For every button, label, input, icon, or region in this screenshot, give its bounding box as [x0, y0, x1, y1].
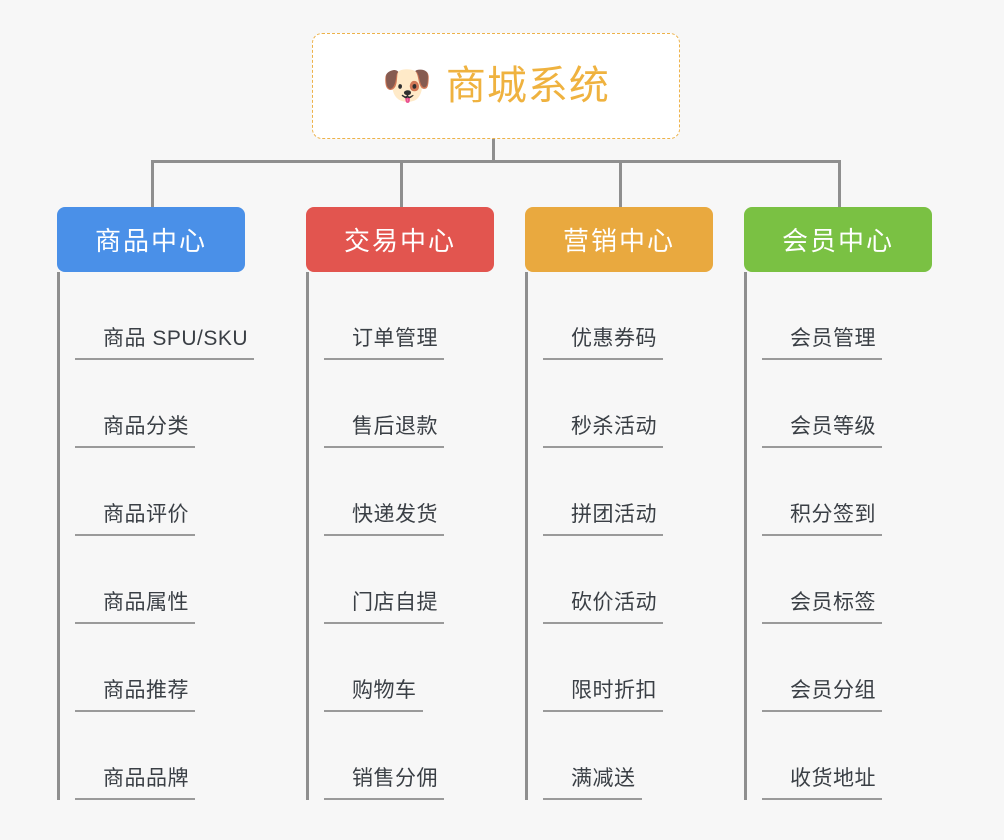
list-item[interactable]: 商品评价	[75, 448, 307, 536]
leaf-label: 会员分组	[762, 679, 882, 712]
leaf-label: 商品 SPU/SKU	[75, 327, 255, 360]
connector-drop-3	[619, 160, 622, 208]
branch-header-label: 会员中心	[781, 226, 894, 256]
connector-horizontal-bar	[151, 160, 841, 163]
list-item[interactable]: 门店自提	[324, 536, 556, 624]
list-item[interactable]: 会员管理	[762, 272, 994, 360]
leaf-label: 秒杀活动	[543, 415, 663, 448]
leaf-label: 快递发货	[324, 503, 444, 536]
root-node[interactable]: 🐶 商城系统	[312, 33, 680, 139]
connector-drop-1	[151, 160, 154, 208]
shiba-dog-face-icon: 🐶	[382, 64, 432, 108]
branch-header-label: 商品中心	[94, 226, 207, 256]
leaf-label: 商品品牌	[75, 767, 195, 800]
list-item[interactable]: 售后退款	[324, 360, 556, 448]
leaf-label: 购物车	[324, 679, 423, 712]
list-item[interactable]: 商品 SPU/SKU	[75, 272, 307, 360]
list-item[interactable]: 收货地址	[762, 712, 994, 800]
list-item[interactable]: 积分签到	[762, 448, 994, 536]
leaf-label: 会员管理	[762, 327, 882, 360]
branch-header-member[interactable]: 会员中心	[744, 207, 932, 272]
leaf-label: 售后退款	[324, 415, 444, 448]
leaf-list-product: 商品 SPU/SKU 商品分类 商品评价 商品属性 商品推荐 商品品牌	[57, 272, 307, 800]
connector-drop-2	[400, 160, 403, 208]
connector-drop-4	[838, 160, 841, 208]
leaf-label: 限时折扣	[543, 679, 663, 712]
list-item[interactable]: 销售分佣	[324, 712, 556, 800]
list-item[interactable]: 购物车	[324, 624, 556, 712]
list-item[interactable]: 会员分组	[762, 624, 994, 712]
list-item[interactable]: 商品推荐	[75, 624, 307, 712]
leaf-label: 订单管理	[324, 327, 444, 360]
leaf-label: 优惠券码	[543, 327, 663, 360]
leaf-list-trade: 订单管理 售后退款 快递发货 门店自提 购物车 销售分佣	[306, 272, 556, 800]
list-item[interactable]: 拼团活动	[543, 448, 775, 536]
leaf-label: 满减送	[543, 767, 642, 800]
list-item[interactable]: 优惠券码	[543, 272, 775, 360]
list-item[interactable]: 订单管理	[324, 272, 556, 360]
leaf-label: 积分签到	[762, 503, 882, 536]
list-item[interactable]: 会员等级	[762, 360, 994, 448]
leaf-label: 商品分类	[75, 415, 195, 448]
root-title: 商城系统	[445, 64, 610, 108]
branch-column-product: 商品中心 商品 SPU/SKU 商品分类 商品评价 商品属性 商品推荐 商品品牌	[57, 207, 255, 800]
branch-header-marketing[interactable]: 营销中心	[525, 207, 713, 272]
branch-column-member: 会员中心 会员管理 会员等级 积分签到 会员标签 会员分组 收货地址	[744, 207, 932, 800]
branch-header-trade[interactable]: 交易中心	[306, 207, 494, 272]
leaf-label: 商品评价	[75, 503, 195, 536]
leaf-label: 销售分佣	[324, 767, 444, 800]
branch-header-product[interactable]: 商品中心	[57, 207, 245, 272]
leaf-list-member: 会员管理 会员等级 积分签到 会员标签 会员分组 收货地址	[744, 272, 994, 800]
leaf-label: 砍价活动	[543, 591, 663, 624]
leaf-label: 商品属性	[75, 591, 195, 624]
branch-header-label: 营销中心	[562, 226, 675, 256]
branch-column-trade: 交易中心 订单管理 售后退款 快递发货 门店自提 购物车 销售分佣	[306, 207, 494, 800]
leaf-label: 会员标签	[762, 591, 882, 624]
leaf-label: 拼团活动	[543, 503, 663, 536]
leaf-label: 会员等级	[762, 415, 882, 448]
list-item[interactable]: 限时折扣	[543, 624, 775, 712]
list-item[interactable]: 满减送	[543, 712, 775, 800]
list-item[interactable]: 砍价活动	[543, 536, 775, 624]
leaf-label: 商品推荐	[75, 679, 195, 712]
list-item[interactable]: 商品分类	[75, 360, 307, 448]
list-item[interactable]: 商品品牌	[75, 712, 307, 800]
leaf-label: 收货地址	[762, 767, 882, 800]
branch-column-marketing: 营销中心 优惠券码 秒杀活动 拼团活动 砍价活动 限时折扣 满减送	[525, 207, 713, 800]
list-item[interactable]: 会员标签	[762, 536, 994, 624]
branch-header-label: 交易中心	[343, 226, 456, 256]
leaf-list-marketing: 优惠券码 秒杀活动 拼团活动 砍价活动 限时折扣 满减送	[525, 272, 775, 800]
connector-stem	[492, 139, 495, 163]
list-item[interactable]: 商品属性	[75, 536, 307, 624]
list-item[interactable]: 秒杀活动	[543, 360, 775, 448]
list-item[interactable]: 快递发货	[324, 448, 556, 536]
leaf-label: 门店自提	[324, 591, 444, 624]
